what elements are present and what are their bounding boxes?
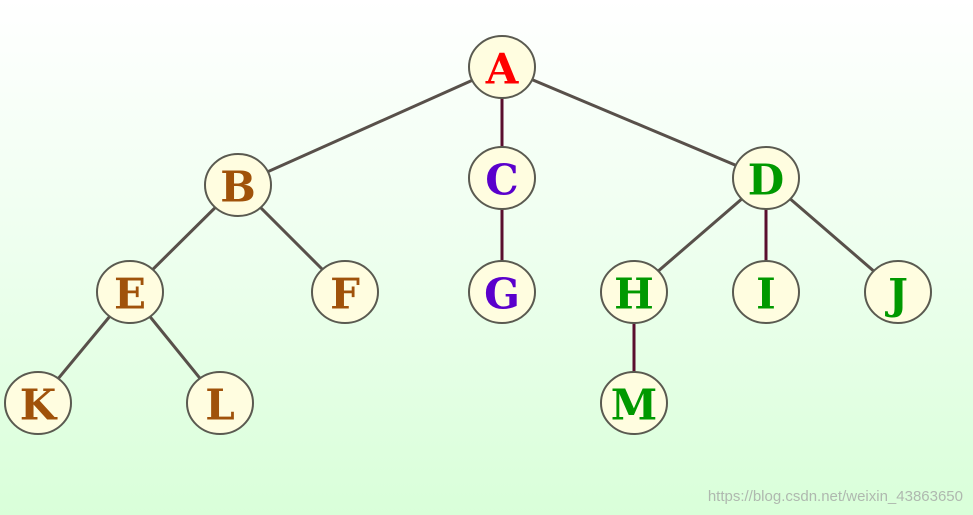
node-e-label: E: [114, 270, 146, 319]
edge-a-d: [501, 65, 767, 180]
node-l-circle: [186, 371, 254, 435]
node-b-label: B: [220, 163, 256, 212]
node-c: C: [468, 146, 536, 210]
node-c-circle: [468, 146, 536, 210]
node-b: B: [204, 153, 272, 217]
tree-nodes: A B C D E F G H I J K L M: [4, 35, 932, 435]
node-h-label: H: [614, 270, 654, 319]
node-d-circle: [732, 146, 800, 210]
node-i-circle: [732, 260, 800, 324]
node-k-label: K: [20, 381, 58, 430]
node-f: F: [311, 260, 379, 324]
node-m-label: M: [611, 381, 658, 430]
node-f-label: F: [330, 270, 360, 319]
node-a-circle: [468, 35, 536, 99]
node-i-label: I: [756, 270, 776, 319]
node-a: A: [468, 35, 536, 99]
node-k-circle: [4, 371, 72, 435]
node-g: G: [468, 260, 536, 324]
node-j-label: J: [884, 270, 908, 319]
node-e: E: [96, 260, 164, 324]
node-i: I: [732, 260, 800, 324]
node-m-circle: [600, 371, 668, 435]
node-k: K: [4, 371, 72, 435]
node-l: L: [186, 371, 254, 435]
watermark-url: https://blog.csdn.net/weixin_43863650: [707, 488, 963, 505]
node-e-circle: [96, 260, 164, 324]
node-h: H: [600, 260, 668, 324]
node-g-label: G: [484, 270, 520, 319]
node-d-label: D: [748, 156, 784, 205]
tree-edges: [36, 65, 899, 404]
node-d: D: [732, 146, 800, 210]
node-j-circle: [864, 260, 932, 324]
node-f-circle: [311, 260, 379, 324]
node-a-label: A: [485, 45, 520, 94]
edge-a-b: [237, 65, 503, 187]
node-j: J: [864, 260, 932, 324]
node-c-label: C: [485, 156, 518, 205]
node-m: M: [600, 371, 668, 435]
node-b-circle: [204, 153, 272, 217]
node-h-circle: [600, 260, 668, 324]
node-l-label: L: [205, 381, 235, 430]
node-g-circle: [468, 260, 536, 324]
